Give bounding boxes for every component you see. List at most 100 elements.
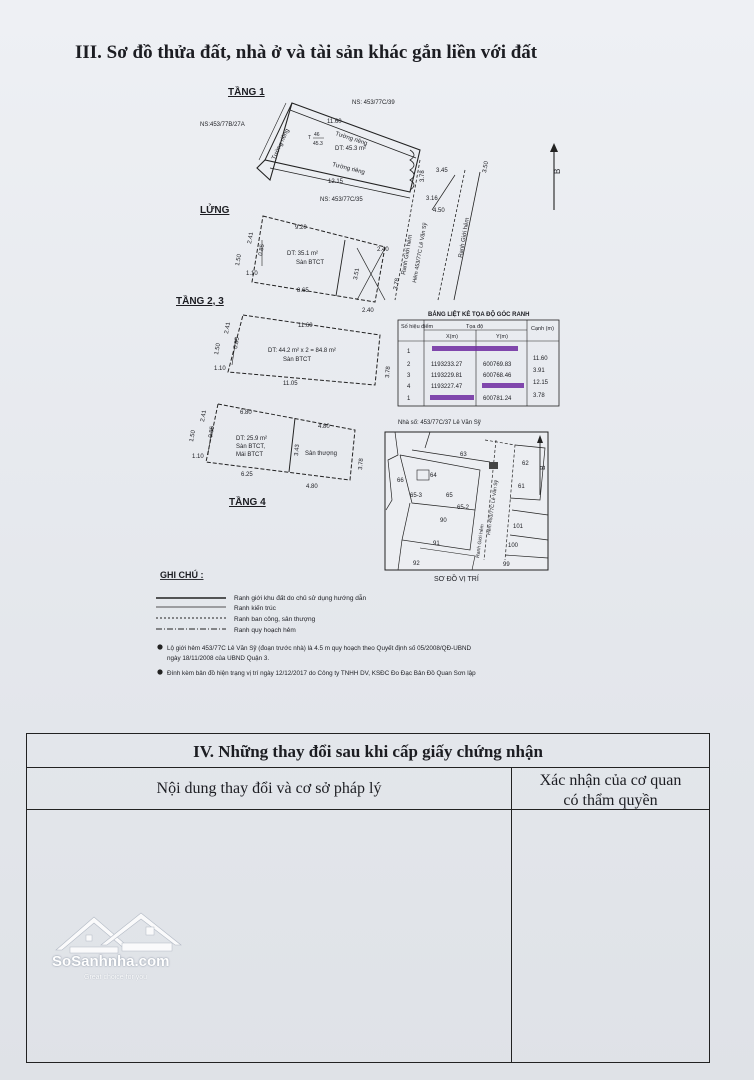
floor4-outline bbox=[205, 403, 356, 481]
col-header-confirmation: Xác nhận của cơ quan có thẩm quyền bbox=[512, 767, 709, 810]
coord-row-2-y: 600769.83 bbox=[483, 362, 512, 368]
floor4-terrace: Sân thượng bbox=[305, 451, 337, 457]
site-lot-92: 92 bbox=[413, 561, 420, 567]
mezzanine-dim-240a: 2.40 bbox=[377, 247, 389, 253]
site-lot-65-3: 65-3 bbox=[410, 493, 423, 499]
site-lot-65: 65 bbox=[446, 493, 453, 499]
watermark-house-logo-icon bbox=[55, 912, 182, 954]
floor23-dim-top: 11.60 bbox=[298, 323, 313, 329]
coord-row-3-point: 3 bbox=[407, 373, 411, 379]
bullet-icon bbox=[157, 669, 163, 675]
floor1-d316: 3.16 bbox=[426, 196, 438, 202]
floor4-d378: 3.78 bbox=[358, 457, 365, 470]
coord-row-4-edge: 12.15 bbox=[533, 380, 549, 386]
mezzanine-dim-bottom: 8.65 bbox=[297, 288, 309, 294]
coord-row-5-point: 1 bbox=[407, 396, 411, 402]
site-lot-90: 90 bbox=[440, 518, 447, 524]
legend-item-4: Ranh quy hoạch hẻm bbox=[234, 627, 296, 634]
mezzanine-d351: 3.51 bbox=[353, 267, 361, 280]
bullet-icon bbox=[157, 644, 163, 650]
site-lot-99: 99 bbox=[503, 562, 510, 568]
coord-row-2-point: 2 bbox=[407, 362, 411, 368]
floor1-d345: 3.45 bbox=[436, 168, 448, 174]
floor1-area: DT: 45.3 m² bbox=[335, 146, 366, 152]
site-lot-101: 101 bbox=[513, 524, 524, 530]
mezzanine-dim-240b: 2.40 bbox=[362, 308, 374, 314]
floor4-d085: 0.85 bbox=[208, 425, 216, 438]
mezzanine-dim-top: 9.20 bbox=[295, 225, 307, 231]
notes-heading: GHI CHÚ : bbox=[160, 569, 204, 580]
site-north-letter: B bbox=[540, 465, 547, 470]
floor1-frac-num: 46 bbox=[314, 132, 320, 138]
mezzanine-d378: 3.78 bbox=[393, 277, 401, 290]
site-lot-100: 100 bbox=[508, 543, 519, 549]
col-header-confirmation-line1: Xác nhận của cơ quan bbox=[539, 772, 682, 789]
changes-table: IV. Những thay đổi sau khi cấp giấy chứn… bbox=[26, 733, 710, 1063]
floor4-label: TẦNG 4 bbox=[229, 495, 266, 508]
site-lot-62: 62 bbox=[522, 461, 529, 467]
floor1-frac-den: 45.3 bbox=[313, 141, 323, 147]
floor1-dim-bottom: 12.15 bbox=[328, 179, 344, 185]
coords-title: BẢNG LIỆT KÊ TỌA ĐỘ GÓC RANH bbox=[428, 310, 529, 318]
col-header-changes: Nội dung thay đổi và cơ sở pháp lý bbox=[27, 767, 512, 810]
watermark-name: SoSanhnha.com bbox=[52, 953, 170, 970]
coordinate-table: BẢNG LIỆT KÊ TỌA ĐỘ GÓC RANH Số hiệu điể… bbox=[397, 310, 560, 407]
floor23-d110: 1.10 bbox=[214, 366, 226, 372]
coords-h-coord: Tọa độ bbox=[466, 324, 483, 330]
coord-row-4-point: 4 bbox=[407, 384, 411, 390]
floor23-d085: 0.85 bbox=[233, 336, 241, 349]
mezzanine-outline bbox=[251, 215, 386, 303]
mezzanine-d241: 2.41 bbox=[247, 231, 255, 244]
coords-h-point: Số hiệu điểm bbox=[401, 323, 434, 330]
floor1-wall-left: Tường riêng bbox=[271, 128, 291, 161]
floor4-material1: Sàn BTCT, bbox=[236, 444, 265, 450]
site-alley-2: Ranh Giới hẻm bbox=[475, 524, 486, 558]
floor23-d378: 3.78 bbox=[385, 365, 392, 378]
floor23-outline bbox=[227, 314, 381, 386]
note-bullet-1a: Lộ giới hẻm 453/77C Lê Văn Sỹ (đoạn trướ… bbox=[167, 643, 472, 652]
coord-row-2-x: 1193233.27 bbox=[431, 362, 463, 368]
coord-row-3-x: 1193229.81 bbox=[431, 373, 463, 379]
note-bullet-1b: ngày 18/11/2008 của UBND Quận 3. bbox=[167, 654, 269, 662]
floor4-d150: 1.50 bbox=[189, 429, 197, 442]
mezzanine-label: LỬNG bbox=[200, 203, 230, 216]
coord-row-4-x: 1193227.47 bbox=[431, 384, 463, 390]
floor1-d450: 4.50 bbox=[433, 208, 445, 214]
site-location-map bbox=[384, 431, 549, 571]
floor1-wall-bottom: Tường riêng bbox=[332, 162, 366, 176]
floor23-d241: 2.41 bbox=[224, 321, 232, 334]
coord-row-2-edge: 11.60 bbox=[533, 356, 548, 362]
floor1-label: TẦNG 1 bbox=[228, 85, 265, 98]
floor23-d150: 1.50 bbox=[214, 342, 222, 355]
floor1-d350: 3.50 bbox=[482, 160, 490, 173]
floor1-frac-prefix: T bbox=[308, 135, 311, 141]
floor4-dim-625: 6.25 bbox=[241, 472, 253, 478]
site-lot-63: 63 bbox=[460, 452, 467, 458]
mezzanine-d150: 1.50 bbox=[235, 253, 243, 266]
floor23-material: Sàn BTCT bbox=[283, 357, 311, 363]
redaction-mark bbox=[432, 346, 518, 351]
floor4-dim-480b: 4.80 bbox=[306, 484, 318, 490]
floor23-label: TẦNG 2, 3 bbox=[176, 294, 224, 307]
floor23-dim-bottom: 11.05 bbox=[283, 381, 298, 387]
floor1-ns-top: NS: 453/77C/39 bbox=[352, 100, 395, 106]
coord-row-1-point: 1 bbox=[407, 349, 411, 355]
coord-row-5-edge: 3.78 bbox=[533, 393, 545, 399]
legend-item-2: Ranh kiến trúc bbox=[234, 603, 277, 612]
mezzanine-d110: 1.10 bbox=[246, 271, 258, 277]
site-lot-61: 61 bbox=[518, 484, 525, 490]
watermark-tagline: Great choice for you bbox=[84, 974, 148, 981]
floor1-d378: 3.78 bbox=[420, 170, 426, 182]
coords-h-y: Y(m) bbox=[496, 334, 508, 340]
section-4-title: IV. Những thay đổi sau khi cấp giấy chứn… bbox=[27, 734, 709, 768]
mezzanine-area: DT: 35.1 m² bbox=[287, 251, 318, 257]
floor1-ns-bottom: NS: 453/77C/35 bbox=[320, 197, 363, 203]
floor1-ns-left: NS:453/77B/27A bbox=[200, 122, 245, 128]
mezzanine-material: Sàn BTCT bbox=[296, 260, 324, 266]
mezzanine-d085: 0.85 bbox=[258, 243, 266, 256]
floor4-area: DT: 25.9 m² bbox=[236, 436, 267, 442]
legend-item-1: Ranh giới khu đất do chủ sử dụng hướng d… bbox=[234, 593, 367, 602]
floor23-area: DT: 44.2 m² x 2 = 84.8 m² bbox=[268, 348, 336, 354]
floor4-d241: 2.41 bbox=[200, 409, 208, 422]
